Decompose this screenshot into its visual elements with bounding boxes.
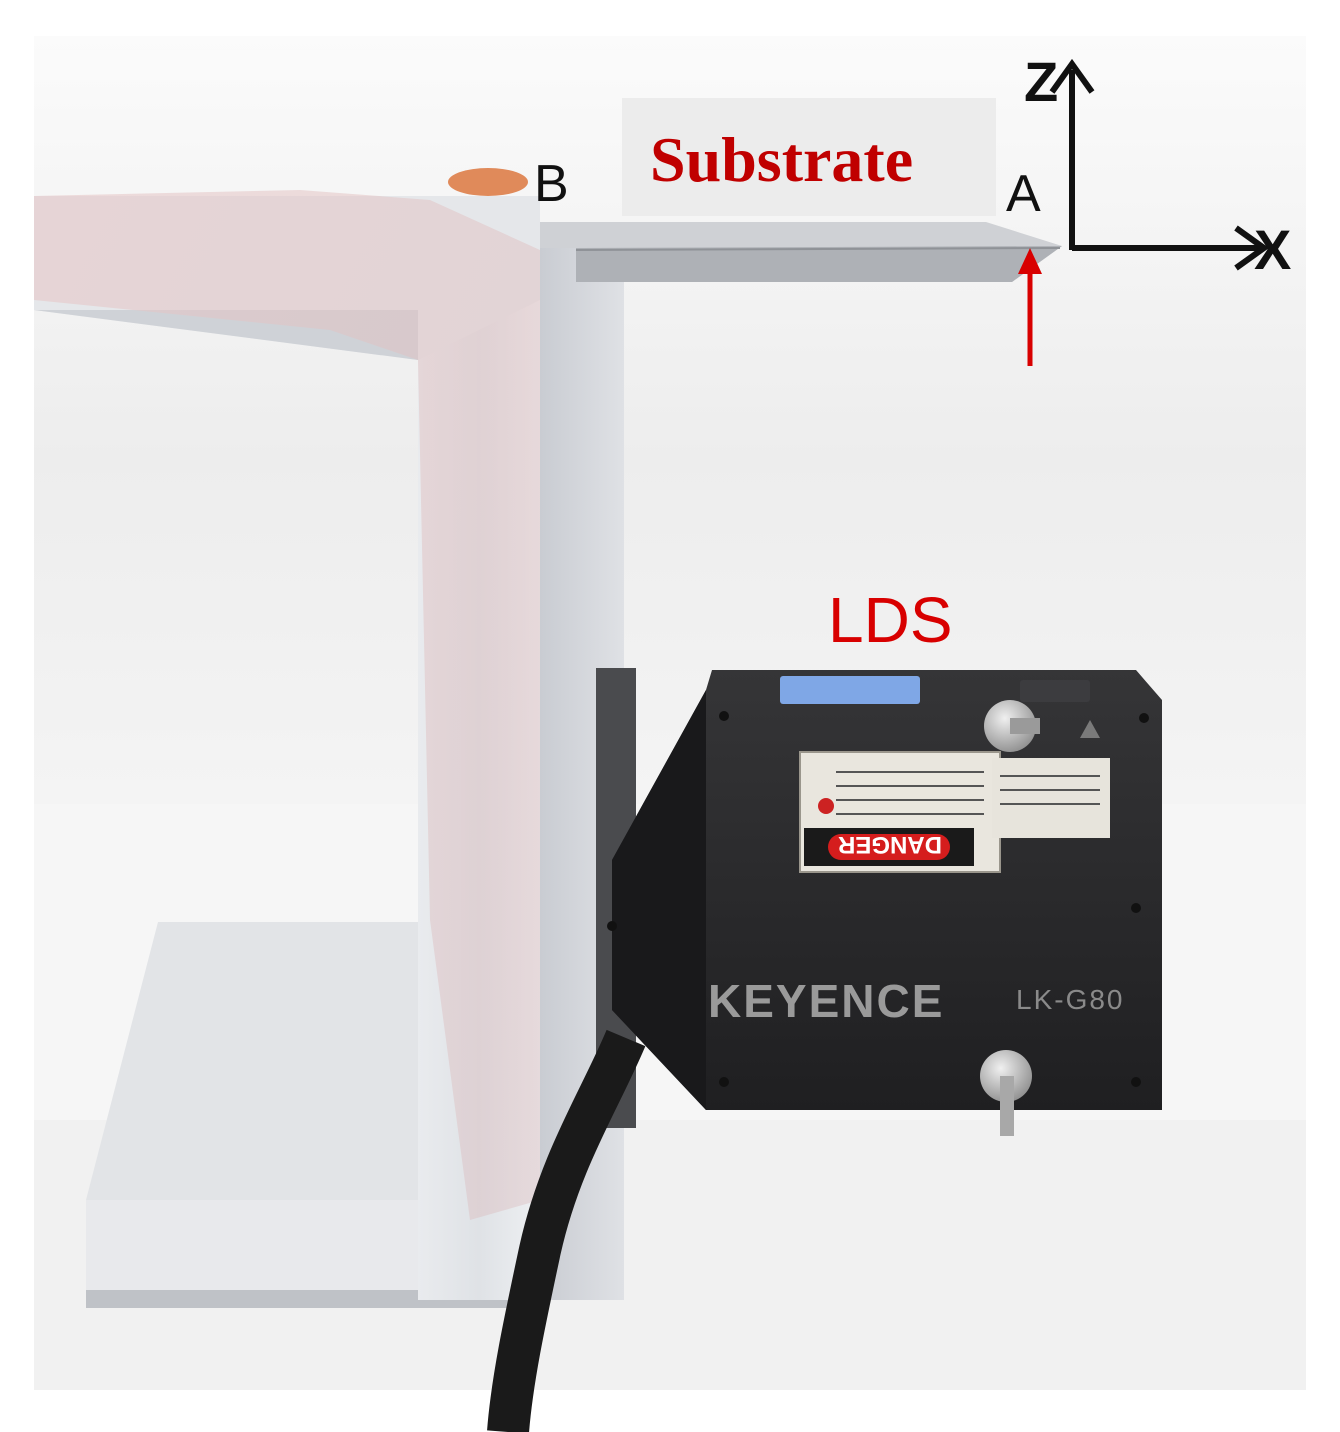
coordinate-axes <box>1049 58 1270 271</box>
point-b-label: B <box>534 155 569 213</box>
danger-sticker-text: DANGER <box>838 831 943 858</box>
protective-film <box>34 190 540 1220</box>
orange-knob <box>448 168 528 196</box>
substrate-label-box <box>622 98 996 216</box>
lds-sensor <box>607 670 1162 1136</box>
sensor-cable <box>487 1029 646 1432</box>
axis-x-label: X <box>1254 218 1292 281</box>
sensor-brand: KEYENCE <box>708 975 945 1027</box>
sensor-model: LK-G80 <box>1016 984 1125 1015</box>
axis-z-label: Z <box>1024 50 1059 113</box>
point-a-label: A <box>1006 165 1041 223</box>
substrate-label: Substrate <box>650 124 914 195</box>
lds-label: LDS <box>828 584 953 656</box>
